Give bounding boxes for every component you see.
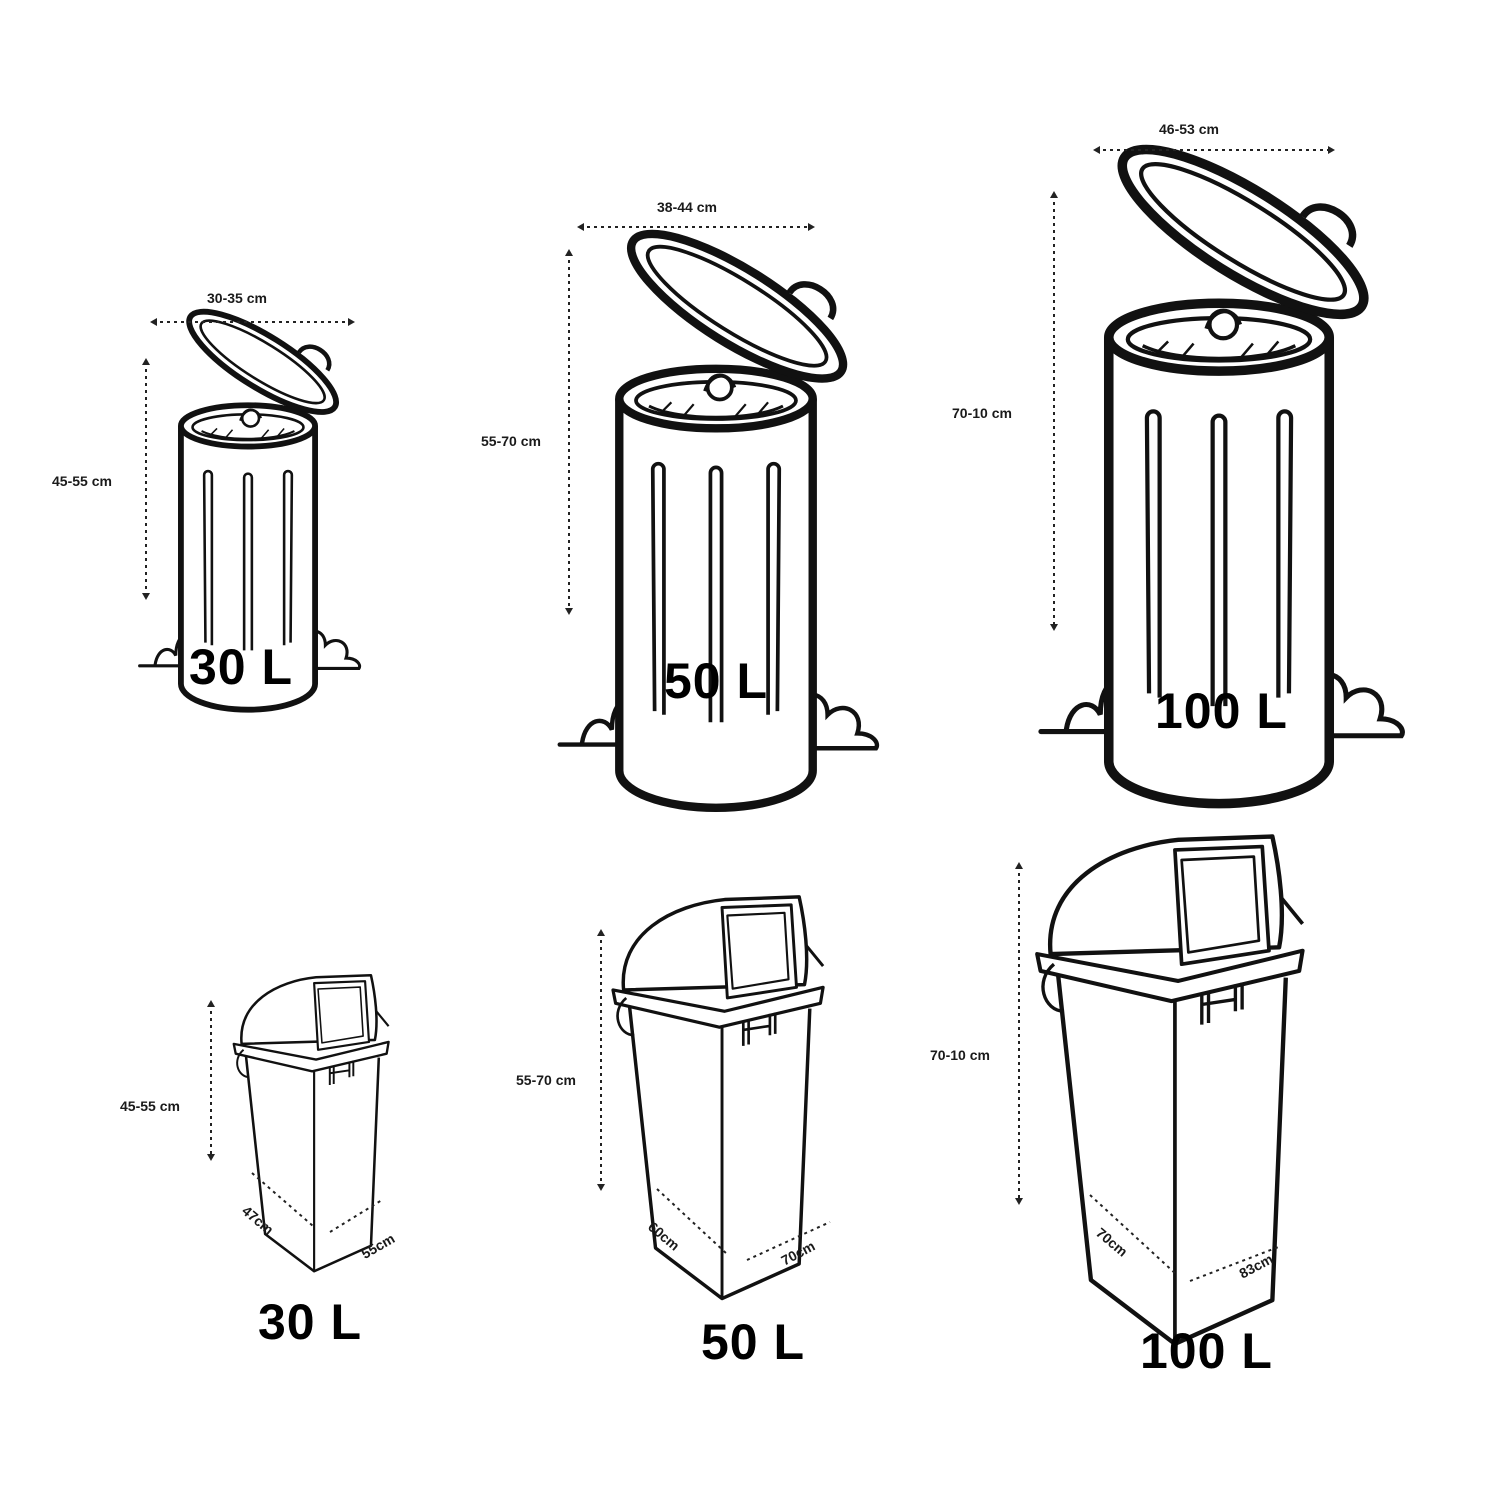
- square-100-capacity-label: 100 L: [1140, 1323, 1273, 1379]
- round-50-width-label: 38-44 cm: [657, 199, 717, 215]
- round-50-capacity-label: 50 L: [664, 653, 769, 709]
- square-30-height-label: 45-55 cm: [120, 1098, 180, 1114]
- round-30-height-label: 45-55 cm: [52, 473, 112, 489]
- square-50-height-label: 55-70 cm: [516, 1072, 576, 1088]
- round-bin-50-icon: [560, 191, 877, 807]
- round-100-width-label: 46-53 cm: [1159, 121, 1219, 137]
- square-arrow-heads: [207, 862, 1023, 1205]
- square-dimension-lines: [210, 866, 1282, 1282]
- round-arrow-heads: [142, 146, 1335, 631]
- round-30-capacity-label: 30 L: [189, 639, 294, 695]
- square-bin-50-icon: [611, 895, 825, 1301]
- round-50-height-label: 55-70 cm: [481, 433, 541, 449]
- round-30-width-label: 30-35 cm: [207, 290, 267, 306]
- square-50-capacity-label: 50 L: [701, 1314, 806, 1370]
- square-30-capacity-label: 30 L: [258, 1294, 363, 1350]
- round-dimension-lines: [145, 149, 1332, 628]
- round-100-height-label: 70-10 cm: [952, 405, 1012, 421]
- round-100-capacity-label: 100 L: [1155, 683, 1288, 739]
- square-100-height-label: 70-10 cm: [930, 1047, 990, 1063]
